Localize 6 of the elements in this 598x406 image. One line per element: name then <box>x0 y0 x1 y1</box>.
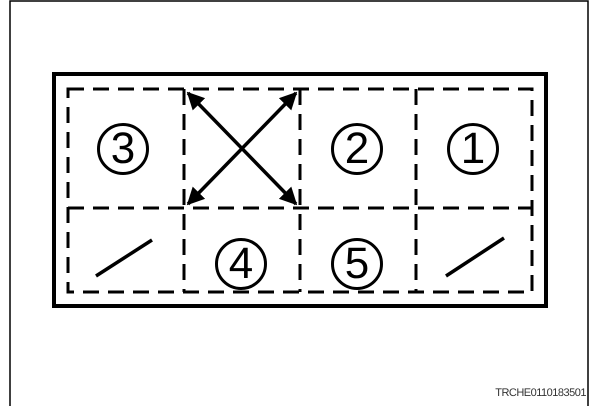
figure-code: TRCHE0110183501 <box>495 387 586 399</box>
circled-number: 4 <box>215 238 267 290</box>
circled-number: 3 <box>97 123 149 175</box>
circled-number: 2 <box>331 123 383 175</box>
circled-number: 1 <box>447 123 499 175</box>
circled-number: 5 <box>331 238 383 290</box>
